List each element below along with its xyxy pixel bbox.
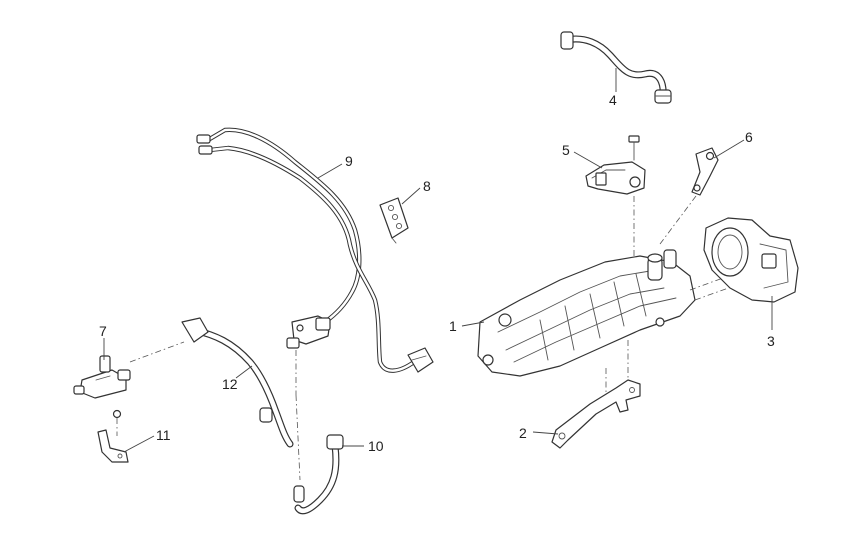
- part-7-valve: [73, 341, 185, 399]
- part-2-lower-bracket: [551, 340, 641, 449]
- part-6-bracket: [659, 147, 719, 245]
- callout-12: 12: [222, 376, 238, 392]
- part-5-sensor: [585, 135, 646, 262]
- part-3-throttle-body: [703, 217, 799, 303]
- callout-labels: 1 2 3 4 5 6 7 8 9 10 11 12: [99, 92, 775, 454]
- callout-8: 8: [423, 178, 431, 194]
- callout-6: 6: [745, 129, 753, 145]
- part-12-valve: [286, 315, 331, 349]
- callout-3: 3: [767, 333, 775, 349]
- callout-4: 4: [609, 92, 617, 108]
- callout-10: 10: [368, 438, 384, 454]
- callout-5: 5: [562, 142, 570, 158]
- callout-2: 2: [519, 425, 527, 441]
- part-11-bracket: [97, 409, 129, 463]
- part-9-twin-pipe: [196, 127, 434, 373]
- part-8-connector-block: [379, 197, 409, 244]
- part-12-hose: [181, 317, 301, 481]
- part-1-intake-manifold: [477, 249, 746, 377]
- part-10-lower-hose: [293, 434, 344, 515]
- callout-7: 7: [99, 323, 107, 339]
- leader-lines: [103, 68, 773, 453]
- callout-1: 1: [449, 318, 457, 334]
- callout-9: 9: [345, 153, 353, 169]
- part-4-upper-hose: [560, 31, 672, 104]
- callout-11: 11: [156, 427, 171, 443]
